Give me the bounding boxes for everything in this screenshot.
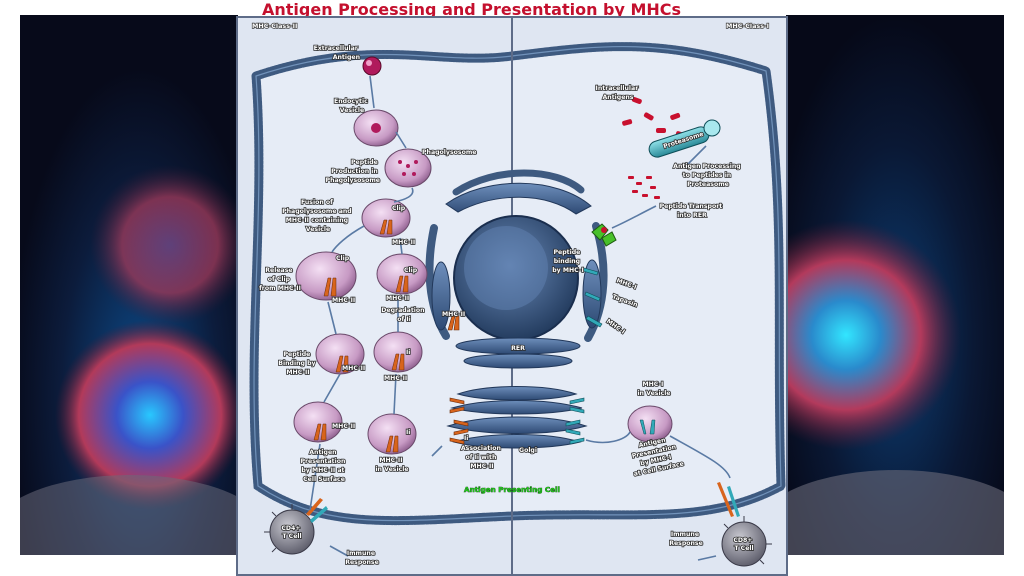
label-antigen-presentation-mhcii: Antigen Presentation by MHC-II at Cell S… [300, 449, 347, 483]
label-mhcii-f: MHC-II [332, 423, 355, 430]
mhci-molecules [565, 267, 603, 445]
label-intracellular-antigens: Intracellular Antigens [596, 85, 641, 101]
flow-arrows [309, 75, 731, 561]
label-cd4-t-cell: CD4+ T Cell [281, 525, 302, 540]
label-clip-3: Clip [404, 267, 418, 274]
label-mhcii-d: MHC-II [342, 365, 365, 372]
label-ii-assoc: Ii [464, 435, 468, 442]
label-immune-response-right: Immune Response [669, 531, 703, 547]
panel-label-mhc-class-ii: MHC-Class-II [252, 22, 297, 30]
label-mhcii-c: MHC-II [386, 295, 409, 302]
mhcii-in-vesicles [313, 219, 409, 453]
label-mhcii-e: MHC-II [384, 375, 407, 382]
label-mhci-in-vesicle: MHC-I in Vesicle [637, 381, 670, 397]
label-peptide-binding-mhcii: Peptide Binding by MHC-II [278, 351, 317, 376]
panel-label-mhc-class-i: MHC-Class-I [726, 22, 769, 30]
slide-title: Antigen Processing and Presentation by M… [262, 0, 682, 19]
antigen-diagram: MHC-Class-II MHC-Class-I Extracellular A… [236, 16, 788, 576]
label-endocytic-vesicle: Endocytic Vesicle [334, 98, 370, 114]
label-mhcii-er: MHC-II [442, 311, 465, 318]
label-immune-response-left: Immune Response [345, 550, 379, 566]
background-virus-image-right [786, 15, 1004, 555]
label-mhcii-in-vesicle: MHC-II in Vesicle [375, 457, 408, 473]
mhci-vesicle [627, 405, 673, 443]
label-fusion: Fusion of Phagolysosome and MHC-II conta… [282, 199, 354, 233]
label-degradation: Degradation of Ii [381, 307, 426, 323]
peptides [628, 176, 660, 199]
label-golgi: Golgi [519, 447, 537, 454]
label-clip-1: Clip [392, 205, 406, 212]
label-mhcii-b: MHC-II [332, 297, 355, 304]
label-extracellular-antigen: Extracellular Antigen [314, 45, 360, 61]
proteasome [648, 119, 721, 158]
label-cd8-t-cell: CD8+ T Cell [733, 537, 754, 552]
label-ii-b: Ii [406, 429, 410, 436]
label-peptide-production: Peptide Production in Phagolysosome [326, 159, 380, 184]
tap-transporter [591, 223, 617, 247]
cd8-t-cell [717, 482, 772, 567]
label-peptide-transport: Peptide Transport into RER [660, 203, 725, 219]
label-phagolysosome: Phagolysosome [422, 149, 476, 156]
endocytic-pathway [293, 56, 432, 455]
background-virus-image-left [20, 15, 238, 555]
label-ii-a: Ii [406, 349, 410, 356]
cd4-t-cell [264, 498, 328, 555]
label-rer: RER [511, 345, 525, 352]
label-clip-2: Clip [336, 255, 350, 262]
golgi-apparatus [446, 386, 588, 449]
label-mhcii-a: MHC-II [392, 239, 415, 246]
label-release-clip: Release of Clip from MHC-II [259, 267, 301, 292]
label-antigen-processing: Antigen Processing to Peptides in Protea… [673, 163, 743, 188]
mhcii-molecules [447, 315, 469, 445]
label-antigen-presenting-cell: Antigen Presenting Cell [464, 485, 560, 494]
label-association: Association of Ii with MHC-II [461, 445, 503, 470]
label-peptide-binding-mhci: Peptide binding by MHC-I [552, 249, 584, 274]
